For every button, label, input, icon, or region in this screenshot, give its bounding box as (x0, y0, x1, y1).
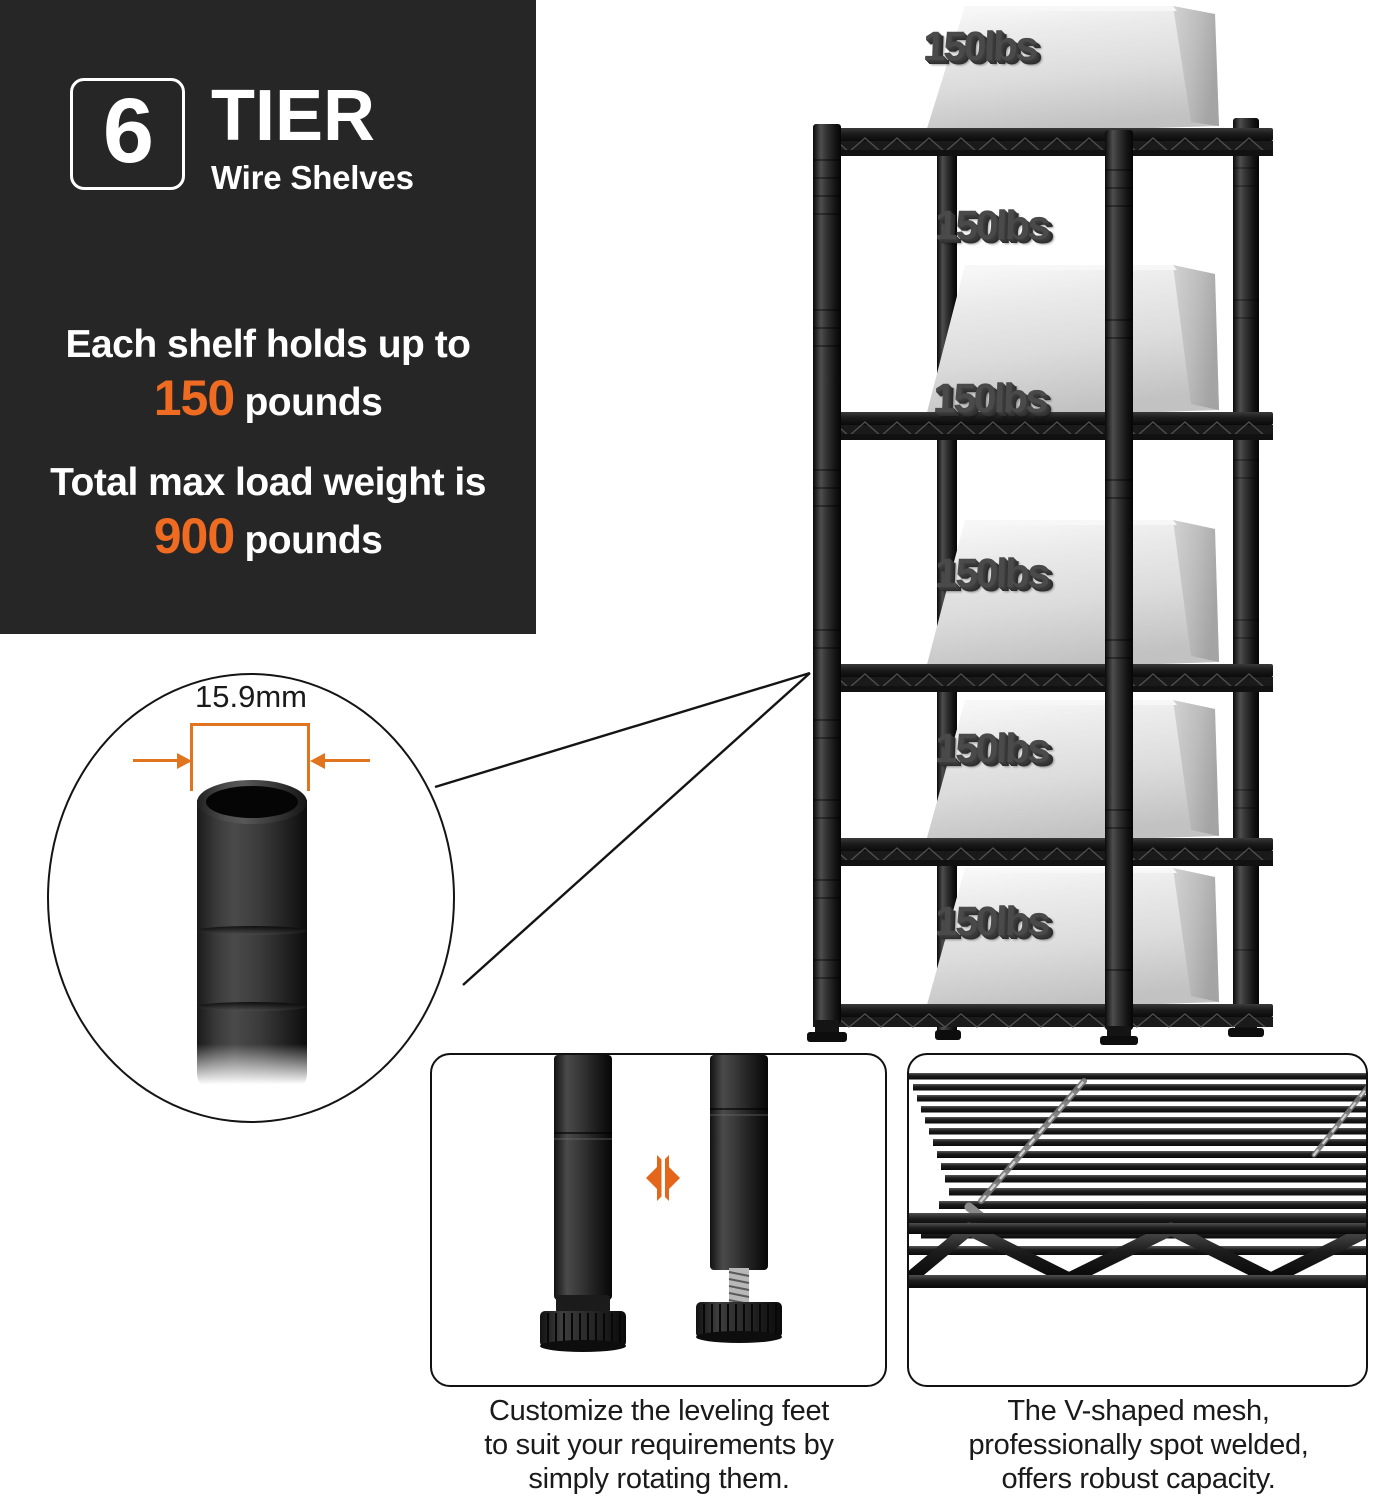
dimension-top-line (190, 723, 310, 726)
v-mesh-graphic (909, 1073, 1366, 1288)
leveling-feet-graphic (540, 1055, 782, 1352)
caption-line: to suit your requirements by (484, 1428, 834, 1461)
leveling-feet-panel (430, 1053, 887, 1387)
dimension-arrow-left-head-icon (177, 753, 192, 769)
tube-bottom-fade (197, 1044, 307, 1090)
dimension-extension-right (307, 723, 310, 791)
caption-line: The V-shaped mesh, (1007, 1395, 1270, 1427)
caption-line: offers robust capacity. (1001, 1462, 1276, 1495)
mesh-front-bar (909, 1213, 1366, 1226)
caption-line: Customize the leveling feet (488, 1395, 830, 1427)
tube-diameter-callout: 15.9mm (47, 673, 457, 1125)
tube-rim (197, 780, 307, 824)
shelf-post-rear-right (1228, 118, 1264, 1037)
adjust-double-arrow-icon (646, 1154, 680, 1202)
dimension-arrow-right-head-icon (310, 753, 325, 769)
caption-line: simply rotating them. (528, 1462, 790, 1495)
callout-leader-lines (434, 671, 811, 986)
dimension-arrow-right-shaft (324, 759, 370, 762)
shelving-unit-illustration: 150lbs 150lbs 150lbs 150lbs 150lbs 150lb… (795, 0, 1377, 1045)
mesh-bottom-bar (909, 1275, 1366, 1288)
leveling-feet-caption: Customize the leveling feet to suit your… (420, 1395, 898, 1497)
shelf-capacity-block: Each shelf holds up to 150 pounds (0, 322, 536, 428)
v-mesh-panel (907, 1053, 1368, 1387)
v-mesh-caption: The V-shaped mesh, professionally spot w… (900, 1395, 1377, 1497)
shelf-post-tube (197, 780, 307, 1090)
shelf-tier-2 (813, 265, 1273, 440)
shelf-post-front-right (1100, 130, 1138, 1045)
tier-heading: 6 TIER Wire Shelves (70, 78, 414, 194)
total-capacity-number: 900 (153, 508, 235, 565)
caption-line: professionally spot welded, (968, 1428, 1309, 1461)
v-truss-reinforcement (909, 1222, 1366, 1286)
total-capacity-unit: pounds (244, 519, 383, 563)
shelf-post-front-left (807, 124, 847, 1042)
shelf-capacity-unit: pounds (244, 381, 383, 425)
leg-extended (696, 1055, 782, 1343)
tier-count-badge: 6 (70, 78, 185, 190)
tube-seam (197, 1002, 307, 1011)
tier-count-value: 6 (102, 80, 154, 182)
dimension-arrow-left-shaft (133, 759, 179, 762)
spec-panel: 6 TIER Wire Shelves Each shelf holds up … (0, 0, 536, 634)
total-capacity-block: Total max load weight is 900 pounds (0, 460, 536, 566)
mesh-cross-wires (964, 1078, 1366, 1228)
leg-retracted (540, 1055, 626, 1352)
tube-body (197, 800, 307, 1090)
tier-text-column: TIER Wire Shelves (211, 78, 414, 194)
shelf-tier-5 (813, 868, 1273, 1028)
tube-diameter-label: 15.9mm (195, 679, 307, 714)
shelving-unit-graphic (807, 6, 1273, 1045)
total-capacity-text: Total max load weight is (50, 461, 486, 504)
shelf-capacity-text: Each shelf holds up to (65, 323, 471, 366)
total-capacity-value-row: 900 pounds (0, 507, 536, 566)
shelf-capacity-value-row: 150 pounds (0, 369, 536, 428)
tube-seam (197, 926, 307, 935)
tier-subtitle: Wire Shelves (211, 159, 414, 197)
shelf-tier-4 (813, 700, 1273, 866)
tier-word: TIER (211, 76, 376, 156)
tube-bore-opening (206, 786, 298, 818)
shelf-tier-1 (813, 6, 1273, 156)
shelf-capacity-number: 150 (153, 370, 235, 427)
shelf-tier-3 (813, 520, 1273, 692)
